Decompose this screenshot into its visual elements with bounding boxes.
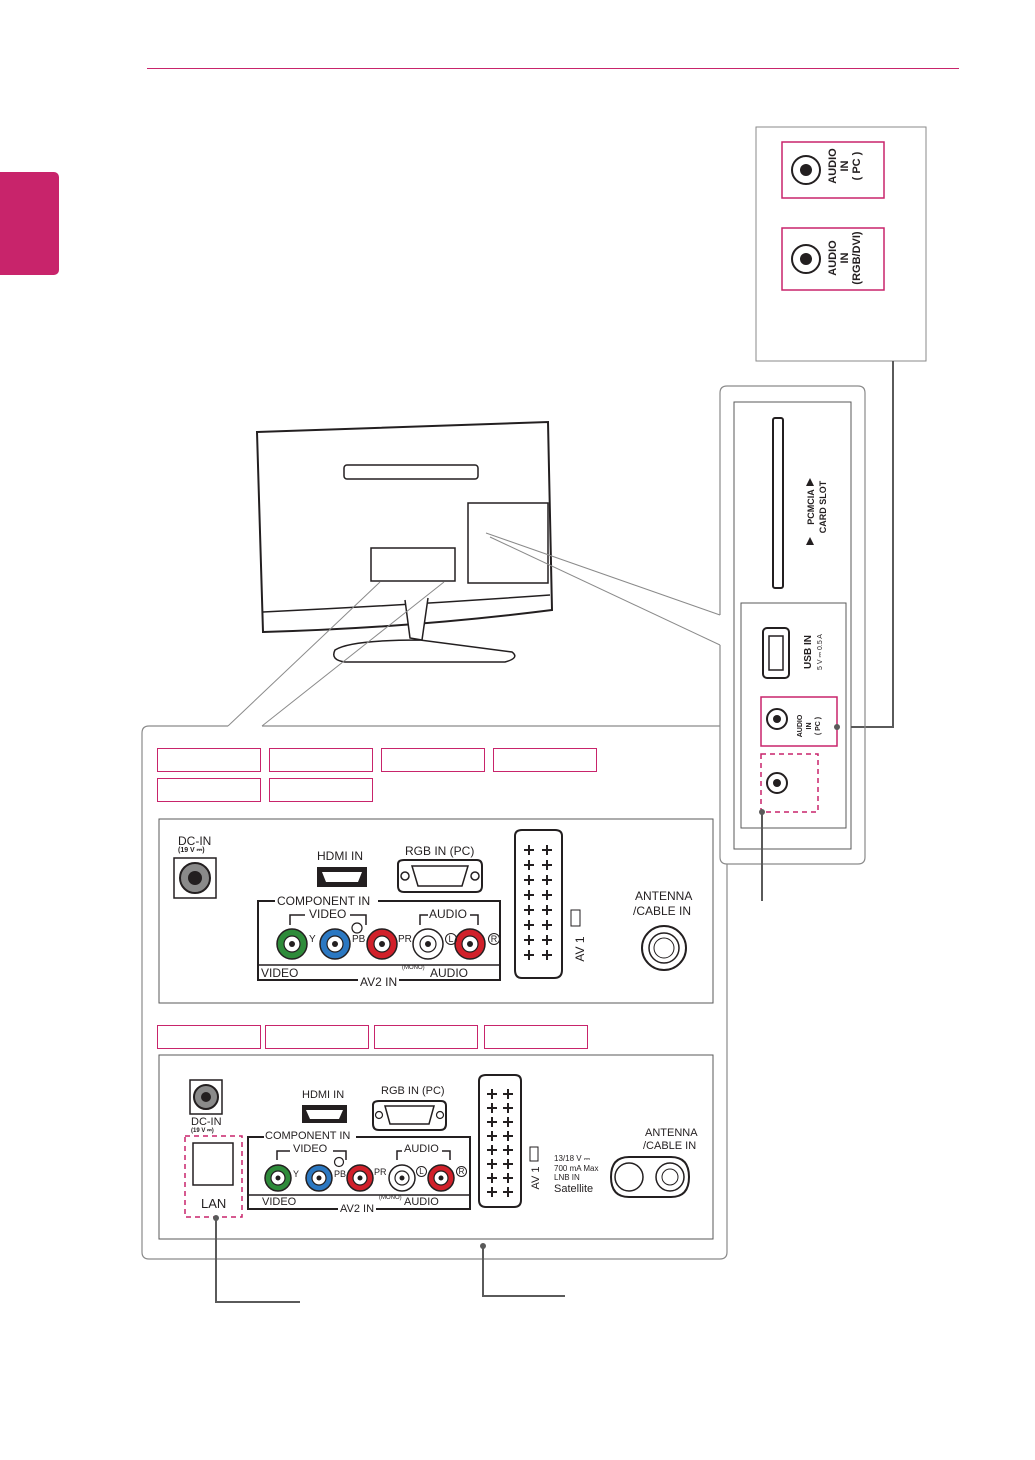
- panel-a-l-label: L: [445, 933, 457, 945]
- header-rule: [147, 68, 959, 69]
- panel-a-hdmi-label: HDMI IN: [317, 849, 363, 863]
- lan-leader-line: [215, 1218, 300, 1303]
- panel-a-rca-pr[interactable]: [366, 928, 398, 960]
- panel-b-r-label: R: [456, 1166, 467, 1177]
- panel-a-y-label: Y: [309, 934, 316, 945]
- panel-leader-line: [482, 1246, 565, 1297]
- panel-a-component-label: COMPONENT IN: [277, 894, 371, 908]
- panel-a-rgb-label: RGB IN (PC): [405, 844, 475, 858]
- panel-b-lan-label: LAN: [201, 1196, 227, 1211]
- panel-b-bottom-av2: AV2 IN: [338, 1203, 377, 1215]
- panel-b-sat-line4: Satellite: [554, 1183, 594, 1195]
- panel-a-av1-label: AV 1: [573, 936, 587, 962]
- panel-a-pb-label: PB: [352, 934, 366, 945]
- pcmcia-label-line2: CARD SLOT: [818, 480, 828, 534]
- pcmcia-slot[interactable]: [772, 417, 784, 589]
- panel-a-bottom-audio: AUDIO: [430, 966, 469, 980]
- panel-b-hdmi-label: HDMI IN: [302, 1089, 345, 1101]
- panel-a-dc-in-rating: (19 V ⎓): [178, 847, 205, 854]
- panel-b-antenna-port[interactable]: [655, 1162, 685, 1192]
- panel-b-sat-line2: 700 mA Max: [554, 1164, 599, 1173]
- panel-b-y-label: Y: [293, 1169, 300, 1179]
- panel-b-dc-in-rating: (19 V ⎓): [191, 1128, 214, 1134]
- panel-a-pr-label: PR: [398, 934, 412, 945]
- panel-b-rca-y[interactable]: [264, 1164, 292, 1192]
- side-headphone-frame: [760, 753, 819, 813]
- panel-b-scart-port[interactable]: [478, 1074, 522, 1208]
- model-label-box: [484, 1025, 588, 1049]
- panel-a-r-label: R: [488, 933, 500, 945]
- zoom-audio-rgb-label: AUDIO IN (RGB/DVI): [827, 204, 863, 312]
- panel-a-bottom-video: VIDEO: [261, 966, 299, 980]
- panel-b-rca-pb[interactable]: [305, 1164, 333, 1192]
- panel-b-component-label: COMPONENT IN: [265, 1130, 351, 1142]
- zoom-audio-rgb-line1: AUDIO: [827, 240, 839, 276]
- panel-b-pb-label: PB: [334, 1169, 347, 1179]
- chapter-tab: [0, 172, 59, 275]
- panel-b-l-label: L: [416, 1166, 427, 1177]
- model-label-box: [157, 748, 261, 772]
- zoom-audio-rgb-line3: (RGB/DVI): [851, 231, 863, 285]
- panel-b-video-group-label: VIDEO: [293, 1143, 328, 1155]
- panel-a-antenna-line1: ANTENNA: [635, 889, 693, 903]
- monitor-rear-illustration: [255, 420, 554, 663]
- rear-panel-callout: [141, 725, 728, 1260]
- model-label-box: [269, 748, 373, 772]
- panel-a-bottom-mono: (MONO): [402, 965, 425, 971]
- side-audio-pc-line1: AUDIO: [797, 714, 804, 738]
- side-audio-pc-line3: ( PC ): [815, 716, 822, 736]
- panel-a-antenna-line2: /CABLE IN: [633, 904, 692, 918]
- side-audio-pc-label: AUDIO IN ( PC ): [796, 704, 824, 748]
- panel-b-bottom-video: VIDEO: [262, 1196, 297, 1208]
- model-label-box: [265, 1025, 369, 1049]
- model-label-box: [157, 778, 261, 802]
- pcmcia-label-line1: PCMCIA: [806, 489, 816, 525]
- panel-b-antenna-line1: ANTENNA: [645, 1127, 698, 1139]
- panel-a-rca-audio-r[interactable]: [454, 928, 486, 960]
- panel-a-bottom-av2: AV2 IN: [358, 975, 400, 989]
- panel-a-dc-in-label: DC-IN: [178, 834, 212, 848]
- usb-label: USB IN 5 V ⎓ 0.5 A: [803, 615, 827, 689]
- model-label-box: [381, 748, 485, 772]
- side-panel-callout: [719, 385, 866, 865]
- panel-b-dc-in-label: DC-IN: [191, 1116, 222, 1128]
- zoom-audio-rgb-line2: IN: [839, 252, 851, 264]
- panel-b-pr-label: PR: [374, 1167, 387, 1177]
- model-label-box: [374, 1025, 478, 1049]
- model-label-box: [493, 748, 597, 772]
- panel-b-av1-label: AV 1: [530, 1166, 542, 1190]
- panel-b-rca-pr[interactable]: [346, 1164, 374, 1192]
- panel-b-bottom-mono: (MONO): [379, 1195, 402, 1201]
- panel-b-sat-line3: LNB IN: [554, 1173, 580, 1182]
- panel-b-antenna-line2: /CABLE IN: [643, 1140, 697, 1152]
- panel-a-audio-group-label: AUDIO: [429, 907, 468, 921]
- panel-a-rca-audio-l[interactable]: [412, 928, 444, 960]
- panel-a-antenna-port[interactable]: [641, 925, 687, 971]
- side-audio-pc-line2: IN: [806, 722, 813, 730]
- panel-b-rca-audio-r[interactable]: [427, 1164, 455, 1192]
- panel-b-rca-audio-l[interactable]: [388, 1164, 416, 1192]
- model-label-box: [269, 778, 373, 802]
- pcmcia-label: PCMCIA CARD SLOT: [805, 457, 831, 557]
- panel-b-rgb-label: RGB IN (PC): [381, 1085, 445, 1097]
- panel-a-rca-pb[interactable]: [319, 928, 351, 960]
- panel-b-lan-port[interactable]: [192, 1142, 234, 1186]
- panel-a-rca-y[interactable]: [276, 928, 308, 960]
- panel-b-audio-group-label: AUDIO: [404, 1143, 439, 1155]
- panel-b-sat-line1: 13/18 V ⎓: [554, 1154, 591, 1163]
- panel-a-video-group-label: VIDEO: [309, 907, 347, 921]
- zoom-connector-line: [837, 361, 894, 728]
- usb-label-line1: USB IN: [803, 635, 814, 669]
- model-label-box: [157, 1025, 261, 1049]
- usb-label-line2: 5 V ⎓ 0.5 A: [817, 634, 824, 670]
- rear-panel-a: [158, 818, 714, 1004]
- panel-a-scart-port[interactable]: [514, 829, 563, 979]
- panel-b-bottom-audio: AUDIO: [404, 1196, 439, 1208]
